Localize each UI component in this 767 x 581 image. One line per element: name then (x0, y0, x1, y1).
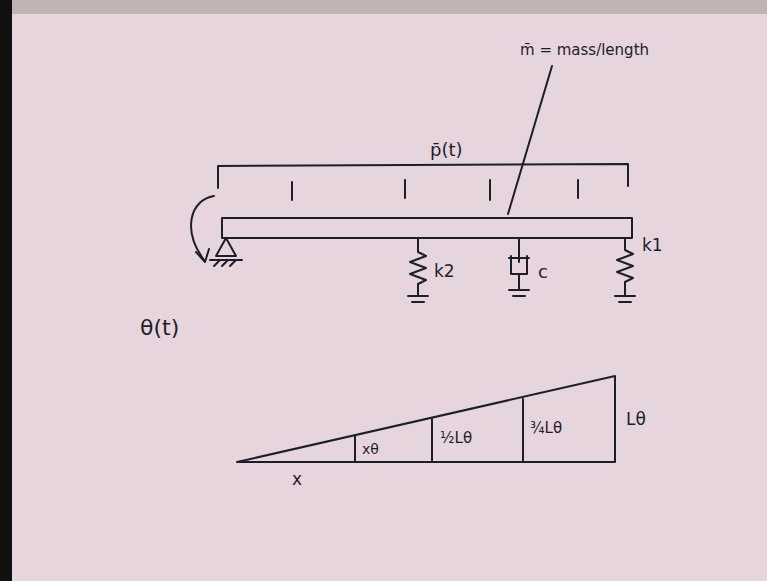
left-edge (0, 0, 12, 581)
pin-support (216, 238, 236, 256)
rotation-arrow (191, 196, 214, 260)
spring-label: k2 (434, 262, 455, 281)
mass-label: m̄ = mass/length (520, 42, 649, 59)
spring-label: k1 (642, 236, 663, 255)
load-ticks (292, 180, 578, 200)
ordinate-label: ¾Lθ (530, 420, 562, 437)
ordinate-label: Lθ (626, 410, 646, 429)
arrow-head (196, 249, 209, 262)
spring-symbol (615, 238, 635, 302)
leader-line (508, 66, 552, 214)
beam (222, 218, 632, 238)
displacement-triangle (237, 376, 615, 462)
ordinate-lines (355, 399, 523, 462)
top-strip (0, 0, 767, 14)
ordinate-label: xθ (362, 442, 379, 457)
dimension-label: x (292, 470, 302, 489)
load-label: p̄(t) (430, 140, 463, 160)
damper-symbol (509, 238, 529, 296)
rotation-label: θ(t) (140, 316, 179, 340)
spring-symbol (408, 238, 428, 302)
damper-label: c (538, 262, 548, 282)
load-bracket (218, 164, 628, 188)
ordinate-label: ½Lθ (440, 430, 472, 447)
ground-hatch (210, 260, 242, 266)
